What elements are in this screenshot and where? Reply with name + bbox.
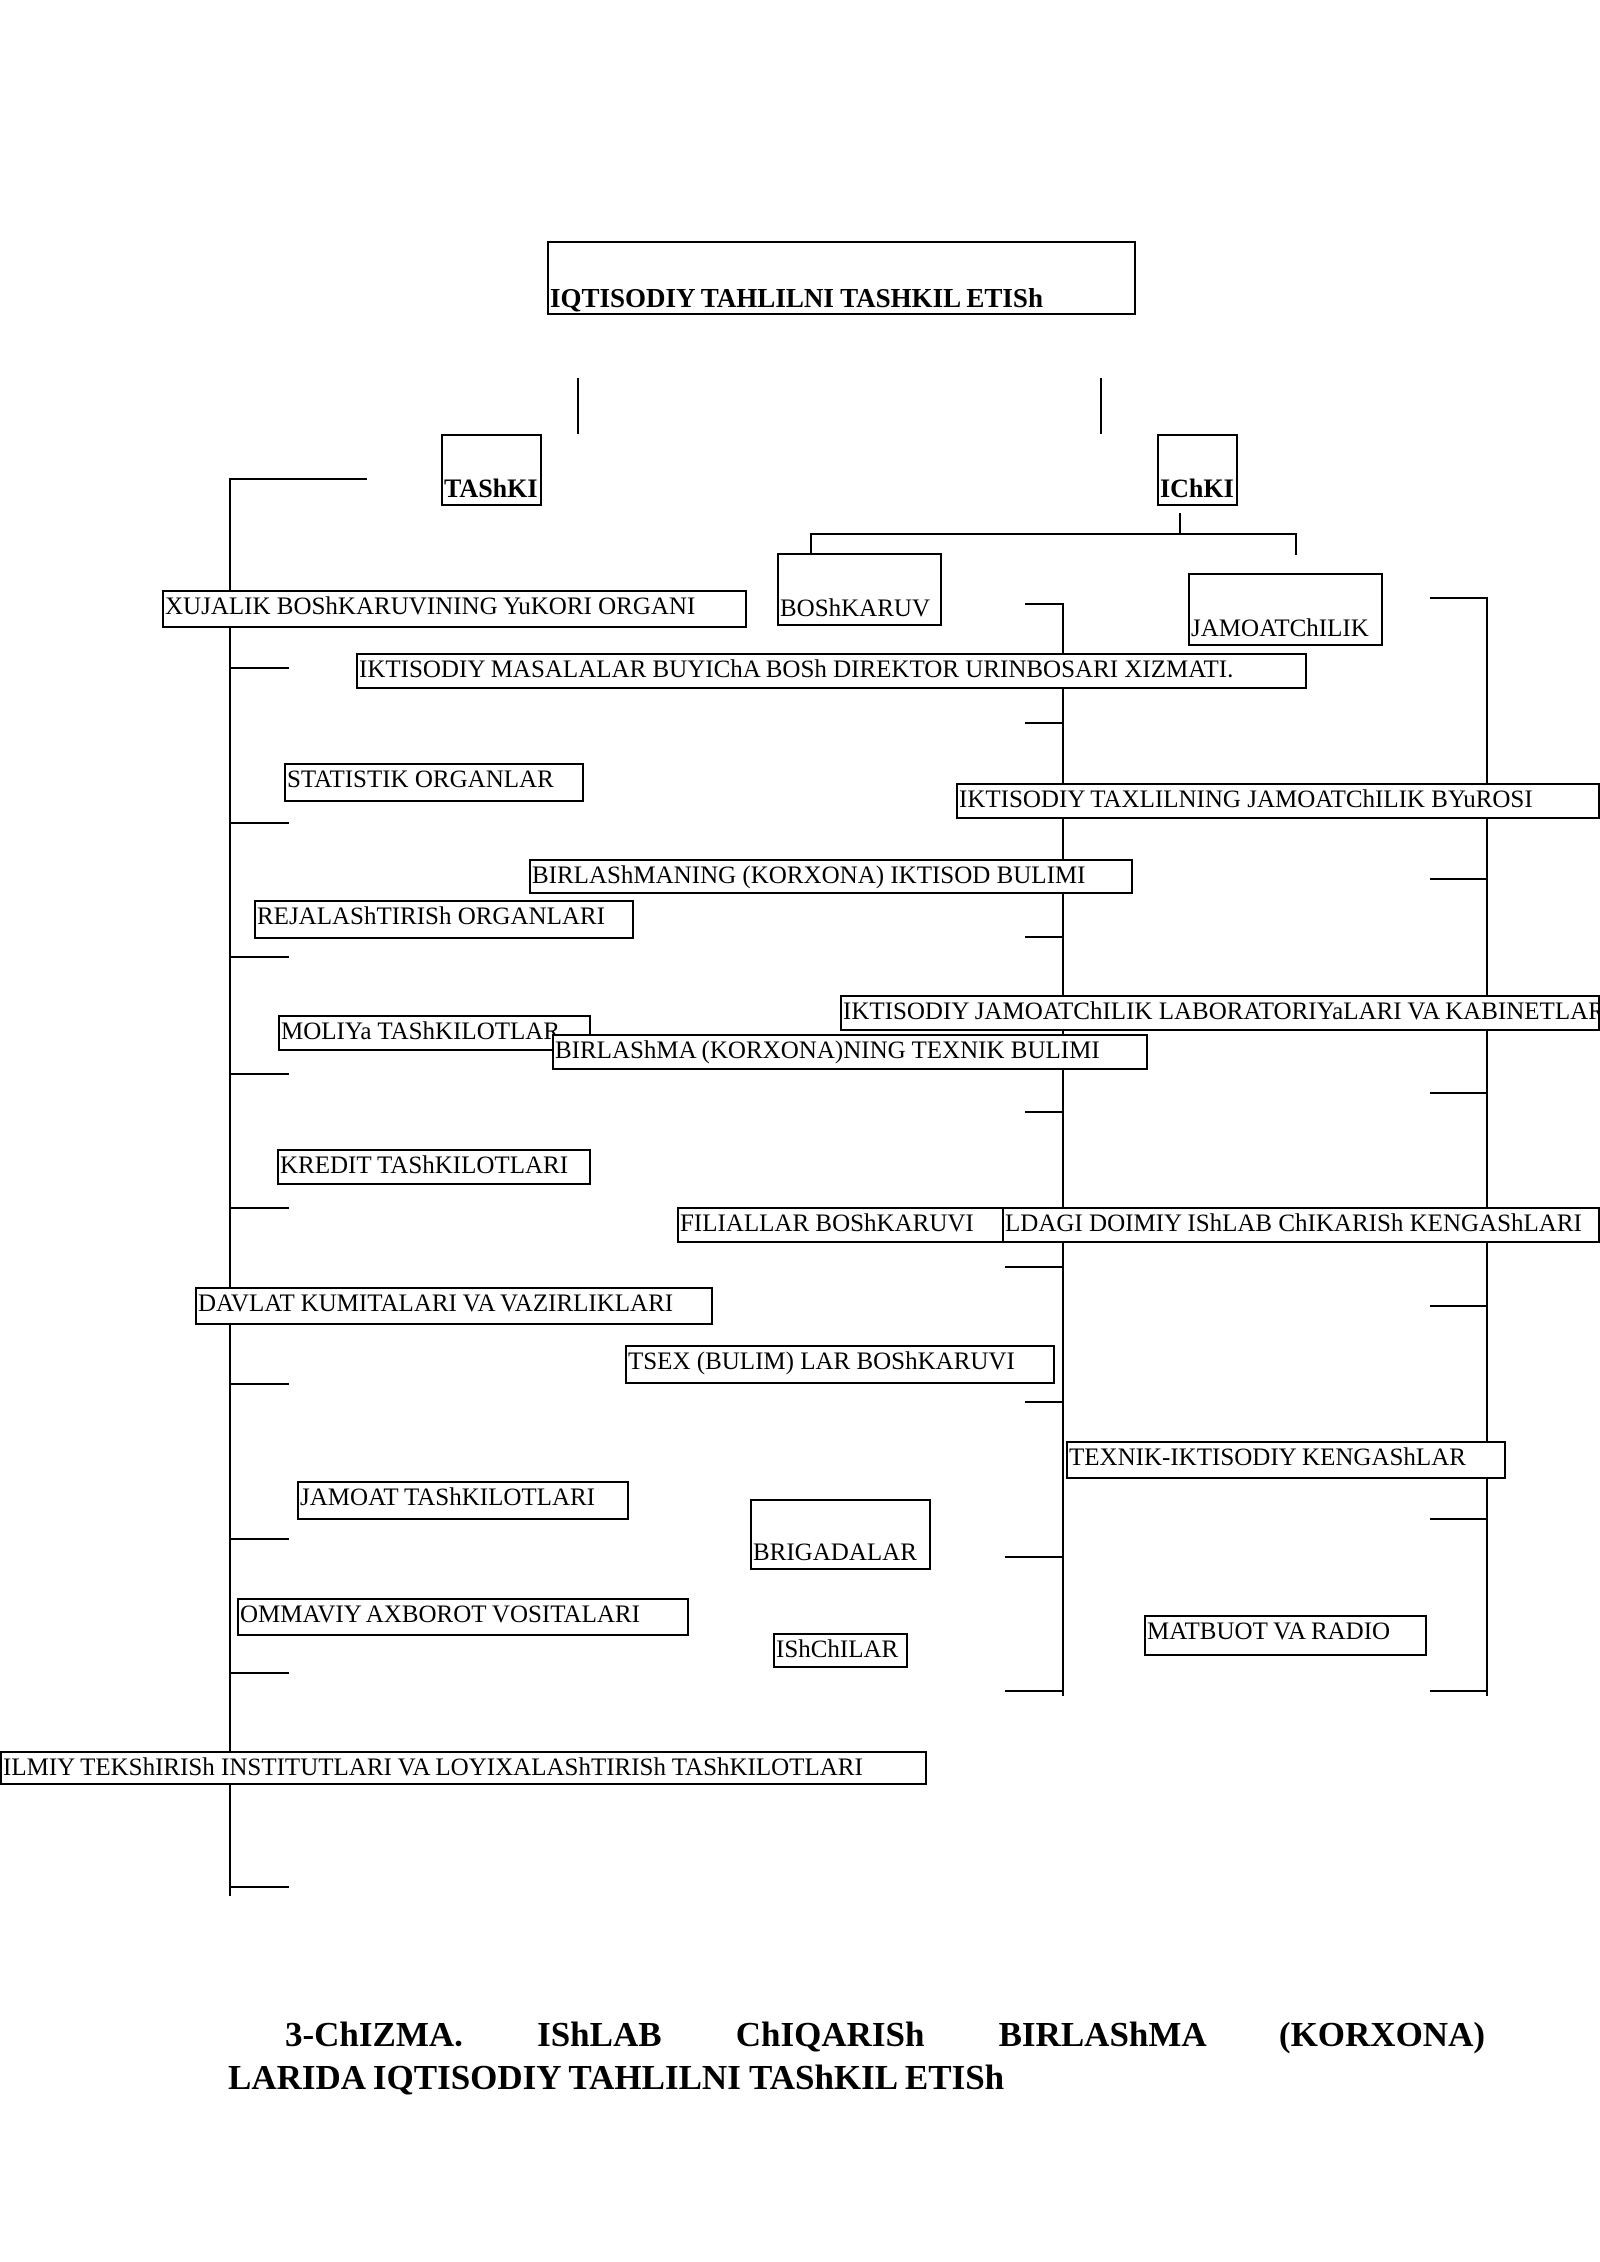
connector-line: [1179, 513, 1181, 533]
public-item-technical-councils: TEXNIK-IKTISODIY KENGAShLAR: [1066, 1441, 1506, 1479]
external-item-label: MOLIYa TAShKILOTLAR: [281, 1018, 561, 1045]
external-item-label: JAMOAT TAShKILOTLARI: [300, 1484, 595, 1511]
connector-line: [810, 533, 812, 555]
external-branch-label: TAShKI: [444, 474, 538, 503]
tick: [229, 1073, 289, 1075]
management-item-technical-dept: BIRLAShMA (KORXONA)NING TEXNIK BULIMI: [552, 1034, 1148, 1070]
management-item-label: IShChILAR: [776, 1636, 899, 1663]
management-item-branches: FILIALLAR BOShKARUVI: [677, 1207, 1008, 1243]
management-item-workers: IShChILAR: [773, 1633, 908, 1668]
public-item-laboratories: IKTISODIY JAMOATChILIK LABORATORIYaLARI …: [840, 995, 1600, 1031]
external-item-label: ILMIY TEKShIRISh INSTITUTLARI VA LOYIXAL…: [3, 1754, 863, 1781]
public-trunk-line: [1486, 597, 1488, 1696]
tick: [1430, 1305, 1488, 1307]
tick: [1430, 878, 1488, 880]
public-item-production-councils: LDAGI DOIMIY IShLAB ChIKARISh KENGAShLAR…: [1002, 1207, 1600, 1243]
tick: [229, 1207, 289, 1209]
management-item-label: TSEX (BULIM) LAR BOShKARUVI: [628, 1348, 1015, 1375]
tick: [229, 1672, 289, 1674]
internal-branch-label: IChKI: [1160, 474, 1234, 503]
tick: [229, 1383, 289, 1385]
figure-caption-line-1: 3-ChIZMA. IShLAB ChIQARISh BIRLAShMA (KO…: [285, 2015, 1485, 2054]
connector-line: [1100, 378, 1102, 434]
public-item-label: LDAGI DOIMIY IShLAB ChIKARISh KENGAShLAR…: [1005, 1210, 1582, 1237]
external-branch-box: TAShKI: [441, 434, 542, 506]
external-item-credit: KREDIT TAShKILOTLARI: [277, 1149, 591, 1185]
tick: [229, 1538, 289, 1540]
figure-caption-line-2: LARIDA IQTISODIY TAHLILNI TAShKIL ETISh: [228, 2058, 1005, 2097]
external-item-label: REJALAShTIRISh ORGANLARI: [257, 903, 605, 930]
external-item-statistics: STATISTIK ORGANLAR: [284, 763, 584, 802]
tick: [229, 667, 289, 669]
tick: [1005, 1556, 1064, 1558]
tick: [1430, 1518, 1488, 1520]
management-item-economic-dept: BIRLAShMANING (KORXONA) IKTISOD BULIMI: [529, 859, 1133, 894]
connector-line: [1295, 533, 1297, 555]
tick: [1430, 1690, 1488, 1692]
tick: [1005, 1266, 1064, 1268]
management-item-label: FILIALLAR BOShKARUVI: [680, 1210, 974, 1237]
external-item-label: OMMAVIY AXBOROT VOSITALARI: [240, 1601, 640, 1628]
management-item-label: BRIGADALAR: [753, 1539, 917, 1566]
external-item-label: STATISTIK ORGANLAR: [287, 766, 554, 793]
external-item-mass-media: OMMAVIY AXBOROT VOSITALARI: [237, 1598, 689, 1636]
external-item-label: XUJALIK BOShKARUVINING YuKORI ORGANI: [165, 593, 696, 620]
internal-branch-box: IChKI: [1157, 434, 1238, 506]
diagram-title: IQTISODIY TAHLILNI TASHKIL ETISh: [550, 283, 1043, 313]
management-group-box: BOShKARUV: [777, 553, 942, 626]
management-item-workshops: TSEX (BULIM) LAR BOShKARUVI: [625, 1345, 1055, 1384]
public-item-label: IKTISODIY JAMOATChILIK LABORATORIYaLARI …: [843, 998, 1600, 1025]
public-item-label: MATBUOT VA RADIO: [1147, 1618, 1391, 1645]
external-item-label: DAVLAT KUMITALARI VA VAZIRLIKLARI: [198, 1290, 674, 1317]
public-group-label: JAMOATChILIK: [1191, 615, 1369, 642]
external-item-finance: MOLIYa TAShKILOTLAR: [278, 1015, 591, 1051]
connector-line: [1025, 603, 1064, 605]
tick: [229, 1886, 289, 1888]
connector-line: [810, 533, 1297, 535]
tick: [229, 956, 289, 958]
public-item-label: IKTISODIY TAXLILNING JAMOATChILIK BYuROS…: [959, 786, 1533, 813]
tick: [1025, 1401, 1064, 1403]
public-item-bureau: IKTISODIY TAXLILNING JAMOATChILIK BYuROS…: [956, 783, 1600, 819]
external-item-supreme-organ: XUJALIK BOShKARUVINING YuKORI ORGANI: [162, 590, 747, 628]
tick: [1025, 936, 1064, 938]
tick: [1005, 1690, 1064, 1692]
management-item-label: BIRLAShMA (KORXONA)NING TEXNIK BULIMI: [555, 1037, 1100, 1064]
tick: [1430, 1092, 1488, 1094]
public-group-box: JAMOATChILIK: [1188, 573, 1383, 646]
tick: [1025, 722, 1064, 724]
management-item-label: BIRLAShMANING (KORXONA) IKTISOD BULIMI: [532, 862, 1086, 889]
management-item-brigades: BRIGADALAR: [750, 1499, 931, 1570]
external-item-public-orgs: JAMOAT TAShKILOTLARI: [297, 1481, 629, 1520]
external-trunk-line: [229, 478, 231, 1896]
management-item-deputy-director: IKTISODIY MASALALAR BUYIChA BOSh DIREKTO…: [356, 653, 1307, 689]
connector-line: [1430, 597, 1488, 599]
external-item-label: KREDIT TAShKILOTLARI: [280, 1152, 569, 1179]
management-item-label: IKTISODIY MASALALAR BUYIChA BOSh DIREKTO…: [359, 656, 1234, 683]
diagram-title-box: IQTISODIY TAHLILNI TASHKIL ETISh: [547, 241, 1136, 315]
public-item-label: TEXNIK-IKTISODIY KENGAShLAR: [1069, 1444, 1466, 1471]
tick: [229, 822, 289, 824]
external-item-research-institutes: ILMIY TEKShIRISh INSTITUTLARI VA LOYIXAL…: [0, 1751, 927, 1785]
external-item-planning: REJALAShTIRISh ORGANLARI: [254, 900, 634, 939]
public-item-press-radio: MATBUOT VA RADIO: [1144, 1615, 1427, 1656]
management-group-label: BOShKARUV: [780, 595, 931, 622]
connector-line: [577, 378, 579, 434]
external-item-ministries: DAVLAT KUMITALARI VA VAZIRLIKLARI: [195, 1287, 713, 1325]
connector-line: [229, 478, 367, 480]
management-trunk-line: [1062, 603, 1064, 1696]
tick: [1025, 1111, 1064, 1113]
